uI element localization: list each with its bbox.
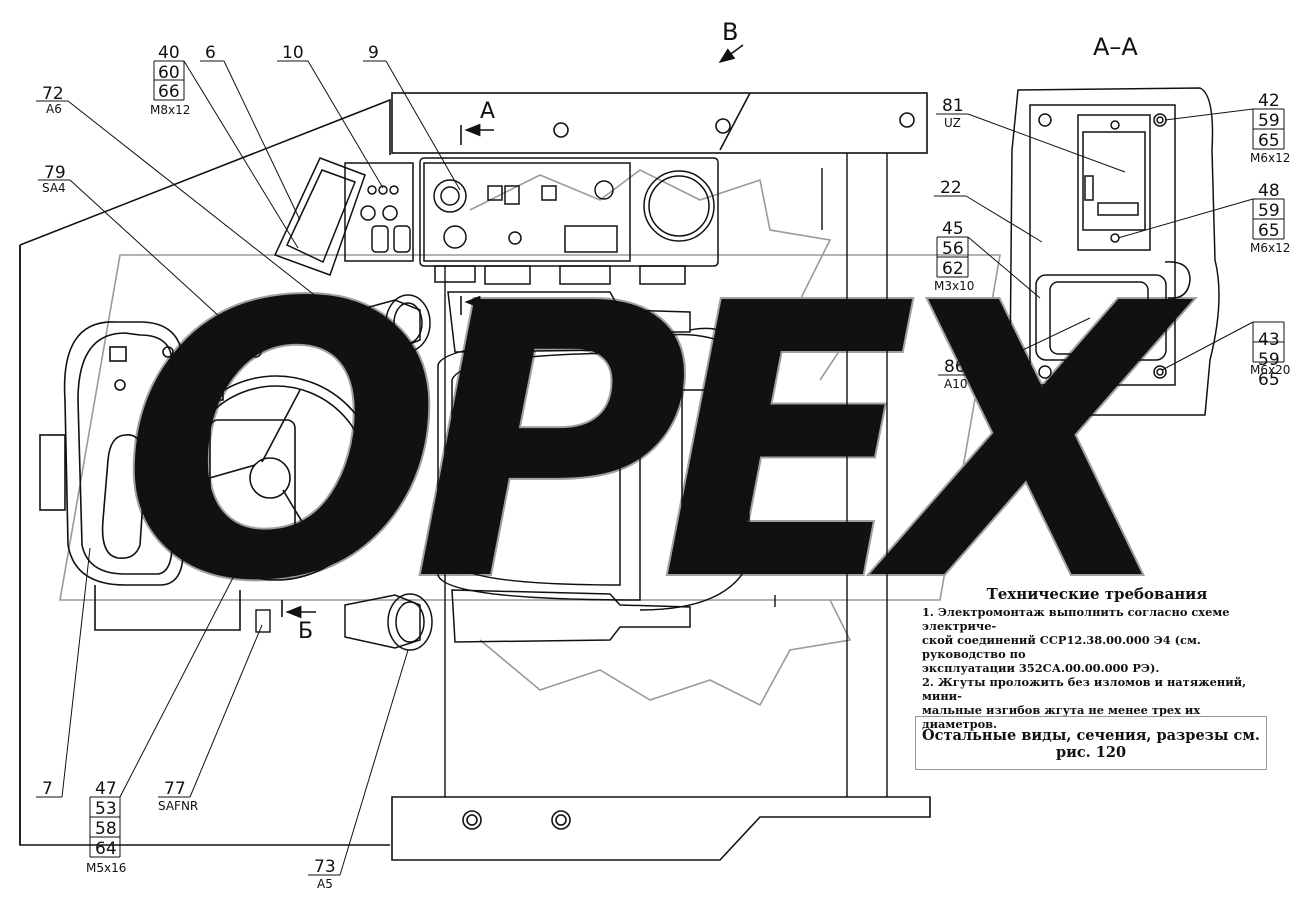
left-dashboard	[39, 321, 241, 631]
callout-42: 42 59 65 M6x12	[1164, 91, 1290, 165]
side-console	[273, 157, 414, 276]
svg-text:45: 45	[942, 219, 964, 239]
joystick-lower	[344, 589, 691, 651]
technical-requirements: Технические требования 1. Электромонтаж …	[922, 585, 1272, 731]
callout-77: 77 SAFNR	[158, 624, 263, 813]
callout-40: 40 60 66 M8x12	[150, 43, 299, 249]
svg-text:M6x12: M6x12	[1250, 241, 1290, 255]
frame-right	[444, 153, 888, 797]
svg-text:M8x12: M8x12	[150, 103, 190, 117]
svg-text:M3x10: M3x10	[934, 279, 974, 293]
cut-a-top: А	[480, 99, 495, 124]
svg-text:59: 59	[1258, 201, 1280, 221]
svg-text:M6x12: M6x12	[1250, 151, 1290, 165]
svg-text:43: 43	[1258, 330, 1280, 350]
svg-text:M5x16: M5x16	[86, 861, 126, 875]
svg-text:81: 81	[942, 96, 964, 116]
svg-text:56: 56	[942, 239, 964, 259]
svg-text:66: 66	[158, 82, 180, 102]
callout-22: 22	[934, 178, 1043, 243]
callout-9: 9	[363, 43, 461, 191]
section-aa-panel	[1009, 87, 1220, 416]
svg-text:86: 86	[944, 357, 966, 377]
svg-text:M6x20: M6x20	[1250, 363, 1290, 377]
other-views-note: Остальные виды, сечения, разрезы см. рис…	[915, 716, 1267, 770]
section-marker-b-top	[281, 324, 316, 345]
top-rail	[391, 92, 928, 154]
joystick-upper	[339, 291, 691, 353]
svg-text:72: 72	[42, 84, 64, 104]
svg-text:SAFNR: SAFNR	[158, 799, 198, 813]
section-marker-a-mid	[460, 295, 494, 315]
cut-b-bottom: Б	[298, 619, 313, 644]
misc-hardware	[250, 168, 823, 633]
callout-45: 45 56 62 M3x10	[934, 219, 1041, 299]
callout-72: 72 A6	[36, 84, 351, 324]
svg-text:65: 65	[1258, 370, 1280, 390]
callout-48: 48 59 65 M6x12	[1117, 181, 1290, 255]
svg-text:9: 9	[368, 43, 379, 63]
svg-text:62: 62	[942, 259, 964, 279]
requirements-line: 2. Жгуты проложить без изломов и натяжен…	[922, 675, 1247, 703]
svg-text:58: 58	[95, 819, 117, 839]
cut-a-mid: А	[480, 321, 495, 346]
requirements-line: 1. Электромонтаж выполнить согласно схем…	[922, 605, 1230, 633]
bottom-rail	[391, 796, 931, 861]
requirements-line: ской соединений ССР12.38.00.000 Э4 (см. …	[922, 633, 1201, 661]
svg-text:59: 59	[1258, 350, 1280, 370]
callout-47: 47 53 58 64 M5x16	[86, 534, 256, 875]
callout-10: 10	[277, 43, 384, 189]
svg-text:10: 10	[282, 43, 304, 63]
svg-text:6: 6	[205, 43, 216, 63]
view-b-label: В	[722, 18, 738, 46]
requirements-line: эксплуатации 352СА.00.00.000 РЭ).	[922, 661, 1160, 675]
cut-b-top: Б	[298, 307, 313, 332]
svg-text:73: 73	[314, 857, 336, 877]
svg-text:60: 60	[158, 63, 180, 83]
watermark-text: OPEX	[120, 222, 1196, 665]
operator-seat	[437, 327, 751, 611]
view-b-arrow	[718, 44, 744, 63]
svg-text:SA4: SA4	[42, 181, 66, 195]
callout-86: 86 A10	[938, 317, 1091, 391]
section-marker-b-bottom	[281, 600, 316, 619]
svg-text:A6: A6	[46, 102, 62, 116]
svg-text:40: 40	[158, 43, 180, 63]
svg-text:65: 65	[1258, 221, 1280, 241]
svg-text:A5: A5	[317, 877, 333, 891]
requirements-line: мальные изгибов жгута не менее трех их д…	[922, 703, 1201, 731]
callout-73: 73 A5	[308, 649, 409, 891]
svg-text:47: 47	[95, 779, 117, 799]
svg-text:65: 65	[1258, 131, 1280, 151]
cab-floor-outline	[19, 98, 391, 846]
callout-43: 43 59 65 M6x20	[1161, 321, 1290, 390]
callout-6: 6	[200, 43, 301, 221]
callout-79: 79 SA4	[38, 163, 257, 351]
svg-text:64: 64	[95, 839, 117, 859]
steering-wheel	[173, 375, 379, 581]
callout-81: 81 UZ	[936, 96, 1126, 173]
section-marker-a-top	[460, 123, 494, 145]
svg-text:22: 22	[940, 178, 962, 198]
svg-text:UZ: UZ	[944, 116, 961, 130]
svg-text:42: 42	[1258, 91, 1280, 111]
section-aa-title: А–А	[1093, 33, 1138, 61]
svg-text:A10: A10	[944, 377, 967, 391]
svg-text:79: 79	[44, 163, 66, 183]
svg-text:7: 7	[42, 779, 53, 799]
requirements-heading: Технические требования	[986, 585, 1208, 603]
svg-text:53: 53	[95, 799, 117, 819]
callout-7: 7	[36, 547, 91, 799]
instrument-panel	[419, 157, 719, 285]
svg-text:48: 48	[1258, 181, 1280, 201]
svg-text:59: 59	[1258, 111, 1280, 131]
svg-text:77: 77	[164, 779, 186, 799]
